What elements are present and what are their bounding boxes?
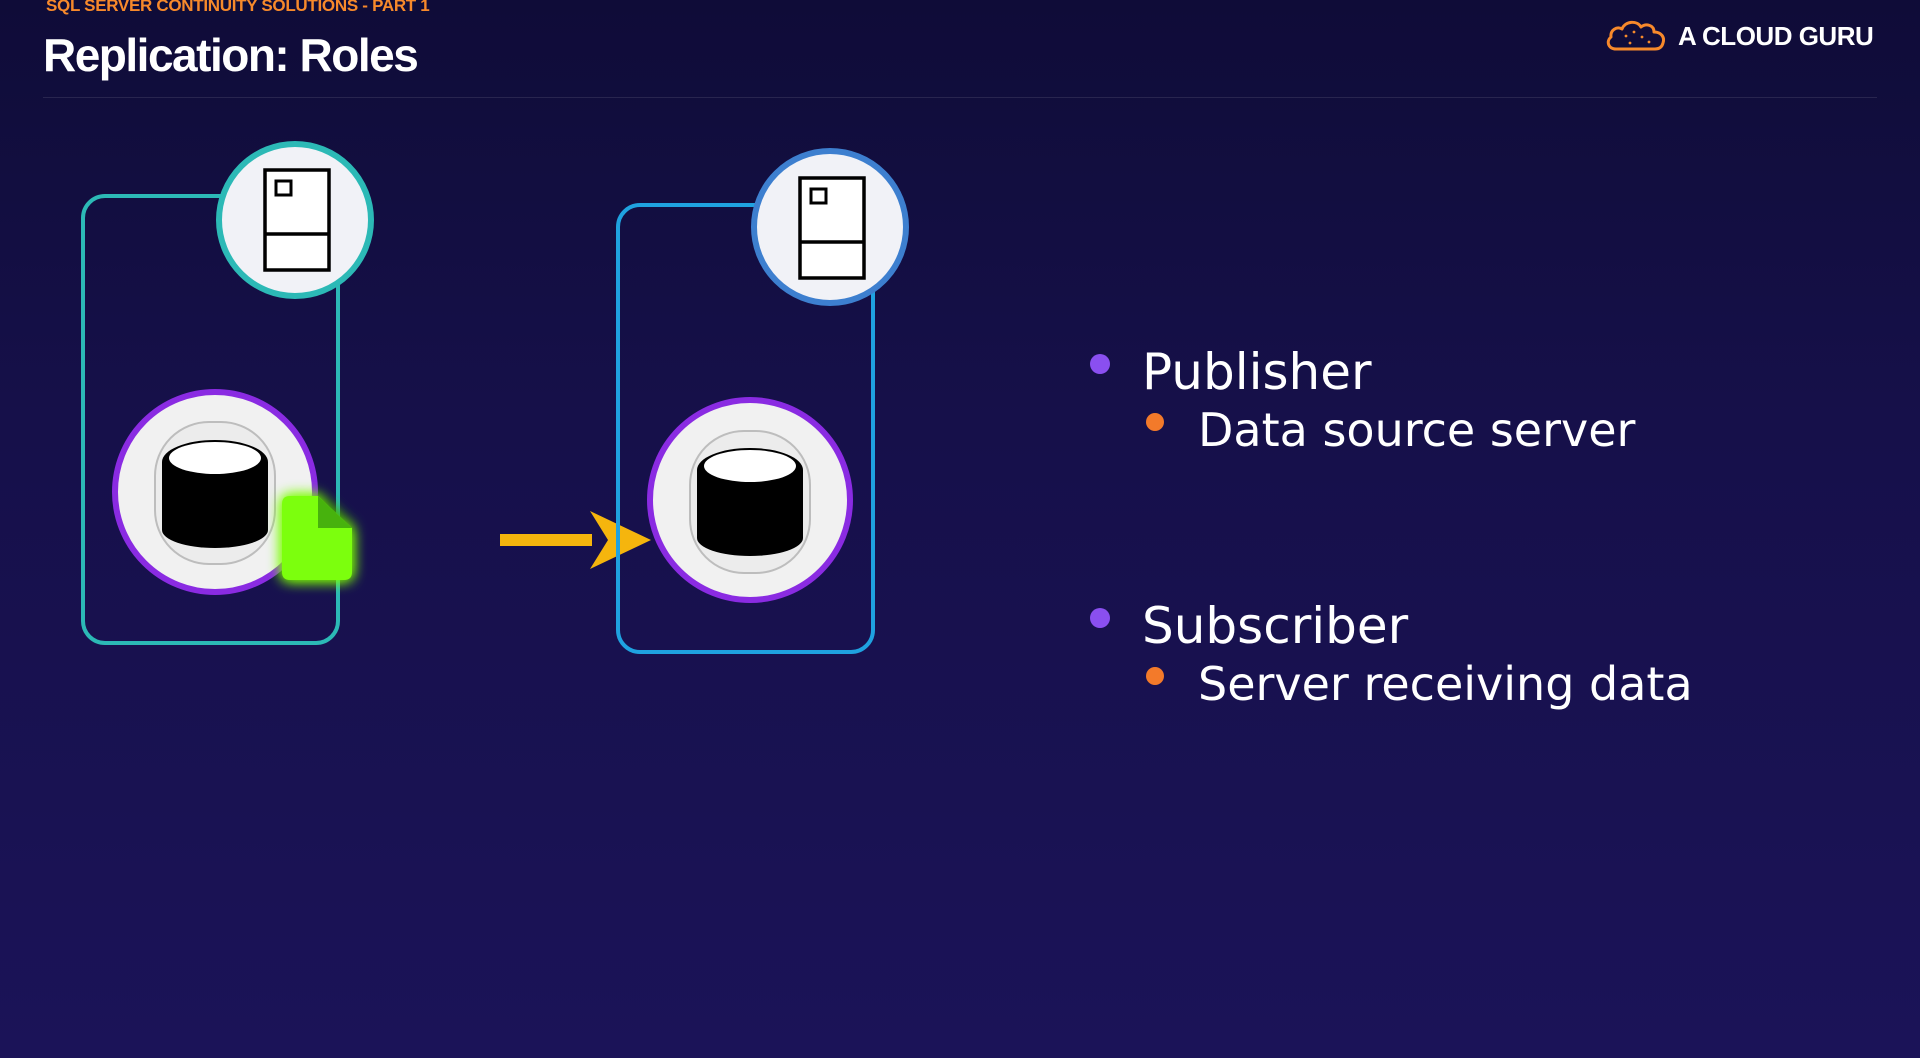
sub-bullet-label: Data source server — [1198, 403, 1636, 457]
publisher-node — [81, 141, 374, 645]
arrow-right-icon — [500, 511, 651, 569]
sub-bullet-dot — [1146, 413, 1164, 431]
bullet-primary: Subscriber — [1090, 589, 1890, 663]
bullet-primary: Publisher — [1090, 335, 1890, 409]
page-title: Replication: Roles — [43, 29, 419, 81]
server-icon — [216, 141, 374, 299]
document-icon — [282, 496, 352, 580]
subscriber-frame — [616, 203, 875, 654]
subscriber-node — [616, 148, 909, 654]
server-icon — [751, 148, 909, 306]
bullet-dot — [1090, 354, 1110, 374]
database-icon — [112, 389, 318, 595]
bullet-dot — [1090, 608, 1110, 628]
brand-name: A CLOUD GURU — [1678, 20, 1874, 51]
publisher-frame — [81, 194, 340, 645]
bullet-label: Publisher — [1142, 343, 1372, 401]
sub-bullet-label: Server receiving data — [1198, 657, 1693, 711]
cloud-logo-icon — [1604, 16, 1668, 56]
sub-bullet-dot — [1146, 667, 1164, 685]
database-icon — [647, 397, 853, 603]
bullet-publisher: Publisher Data source server — [1090, 335, 1890, 461]
section-eyebrow: SQL SERVER CONTINUITY SOLUTIONS - PART 1 — [46, 0, 430, 15]
replication-diagram — [81, 141, 909, 654]
brand-logo: A CLOUD GURU — [1604, 16, 1874, 56]
bullet-label: Subscriber — [1142, 597, 1409, 655]
bullet-secondary: Server receiving data — [1090, 653, 1890, 715]
bullet-secondary: Data source server — [1090, 399, 1890, 461]
title-divider — [43, 97, 1877, 98]
bullet-subscriber: Subscriber Server receiving data — [1090, 589, 1890, 715]
